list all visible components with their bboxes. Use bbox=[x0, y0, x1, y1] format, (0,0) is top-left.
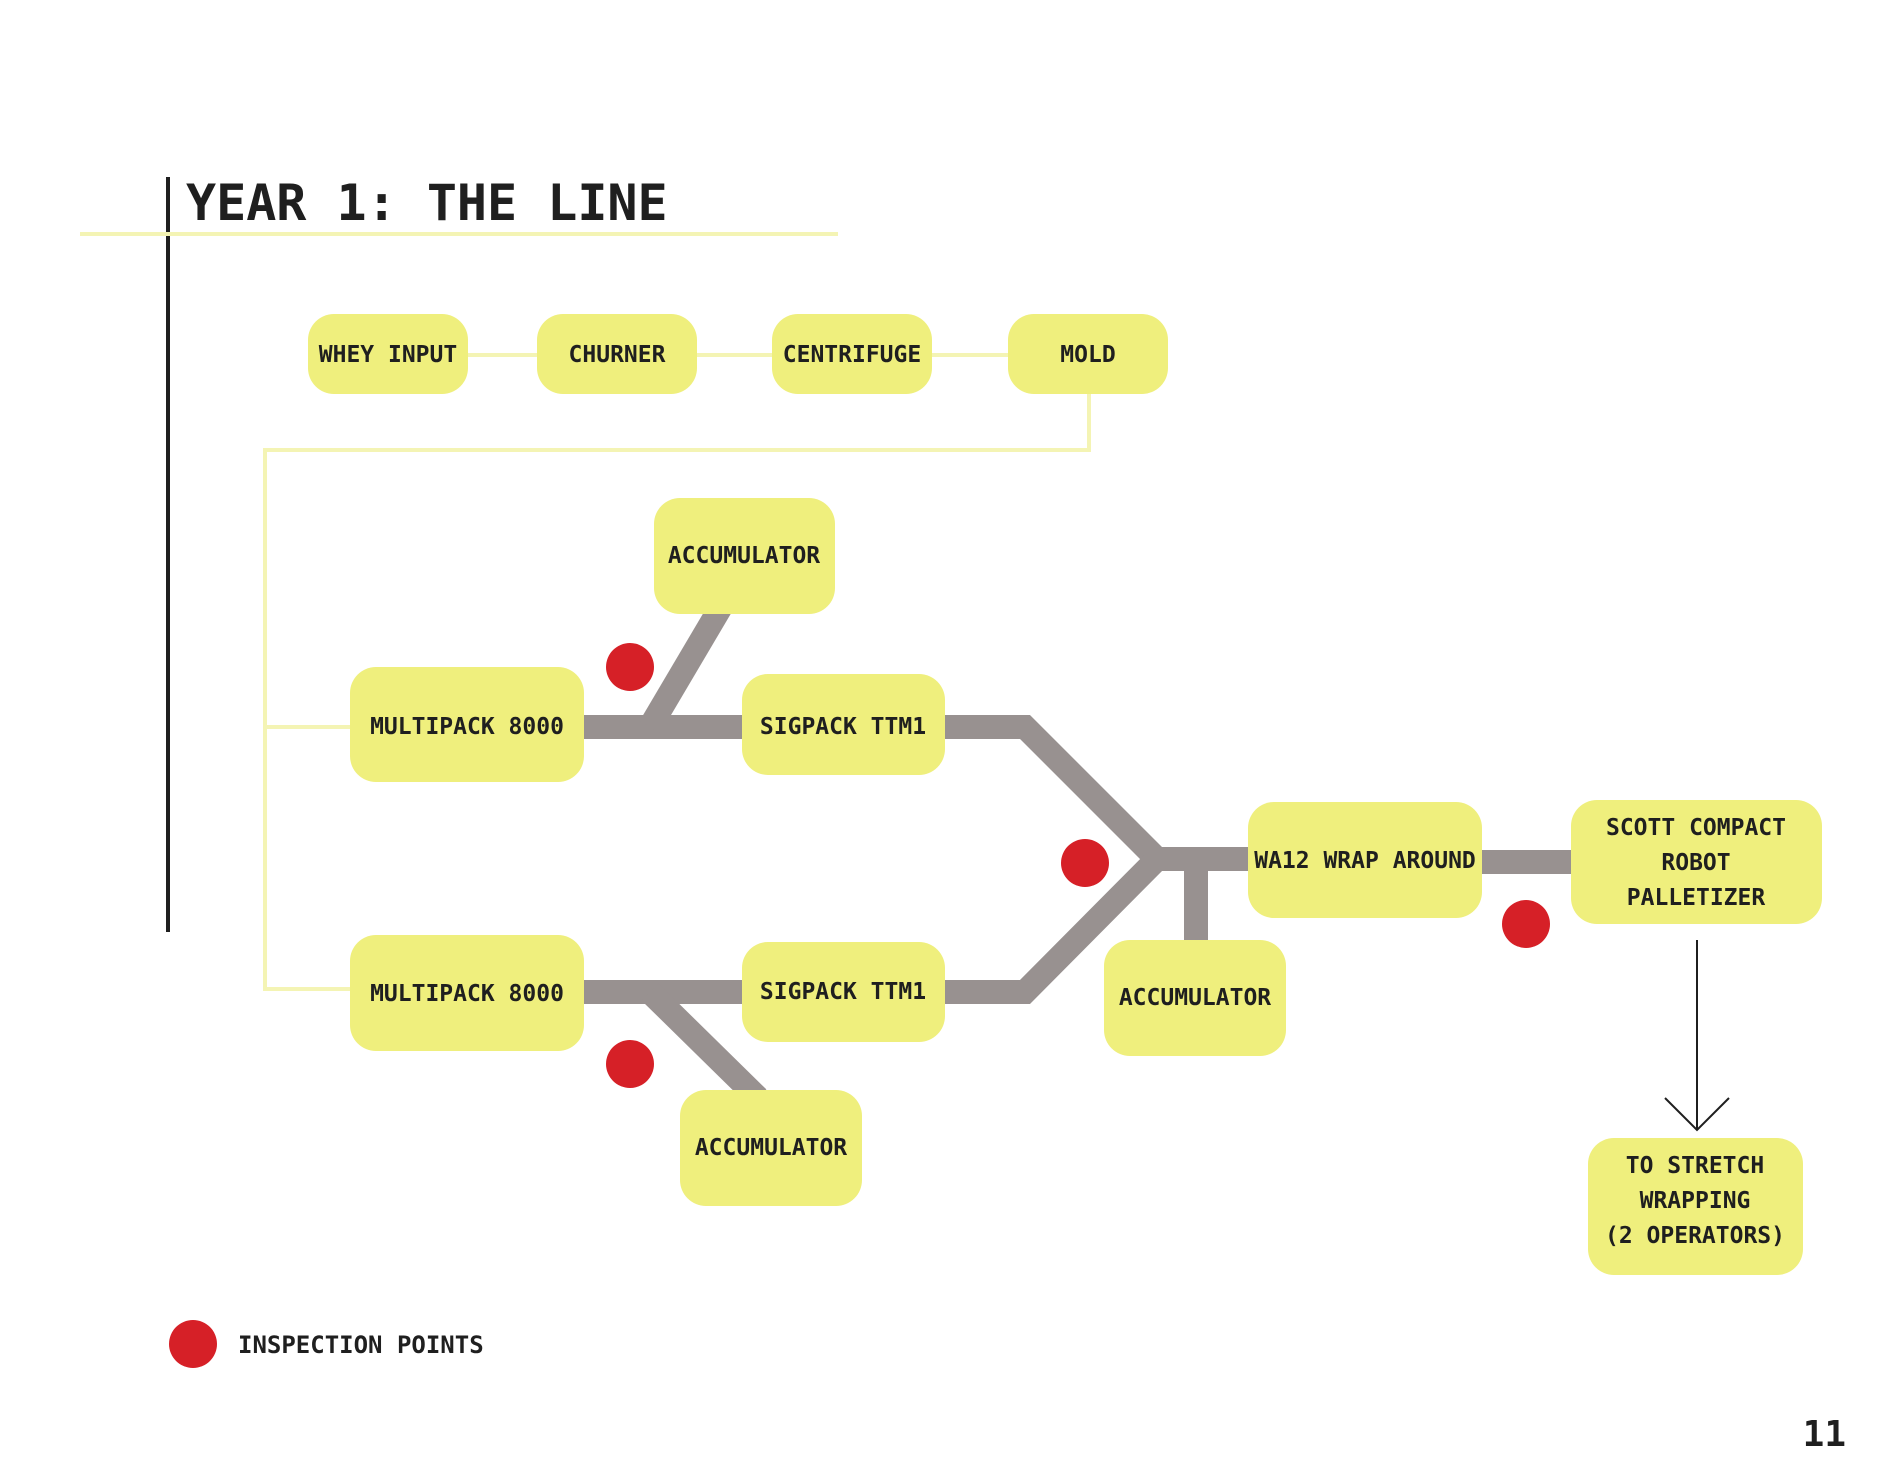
node-label: MULTIPACK 8000 bbox=[370, 714, 564, 740]
node-label: CENTRIFUGE bbox=[783, 342, 921, 368]
arrow-head bbox=[1664, 1097, 1730, 1132]
page-number: 11 bbox=[1803, 1414, 1846, 1455]
node-label-line-3: PALLETIZER bbox=[1627, 885, 1766, 911]
node-label: ACCUMULATOR bbox=[695, 1135, 847, 1161]
node-whey-input: WHEY INPUT bbox=[308, 314, 468, 394]
node-mold: MOLD bbox=[1008, 314, 1168, 394]
inspection-point bbox=[1061, 839, 1109, 887]
node-sigpack-bottom: SIGPACK TTM1 bbox=[742, 942, 945, 1042]
node-centrifuge: CENTRIFUGE bbox=[772, 314, 932, 394]
arrow-down bbox=[1664, 940, 1730, 1132]
conveyor-sigpack-top-merge bbox=[944, 715, 1166, 868]
conveyor-to-accumulator-top bbox=[639, 593, 736, 734]
conveyor-to-accumulator-bottom bbox=[641, 983, 767, 1107]
node-label: WHEY INPUT bbox=[319, 342, 457, 368]
node-palletizer: SCOTT COMPACT ROBOT PALLETIZER bbox=[1571, 800, 1822, 924]
node-label: MULTIPACK 8000 bbox=[370, 981, 564, 1007]
inspection-points bbox=[606, 643, 1550, 1088]
node-label: CHURNER bbox=[569, 342, 666, 368]
node-label: MOLD bbox=[1060, 342, 1115, 368]
node-stretch-wrapping: TO STRETCH WRAPPING (2 OPERATORS) bbox=[1588, 1138, 1803, 1275]
legend: INSPECTION POINTS bbox=[169, 1320, 484, 1368]
connector-mold-split bbox=[263, 394, 1091, 991]
node-label-line-3: (2 OPERATORS) bbox=[1605, 1223, 1785, 1249]
node-multipack-bottom: MULTIPACK 8000 bbox=[350, 935, 584, 1051]
conveyor-sigpack-bottom-merge bbox=[944, 850, 1166, 1004]
node-label: ACCUMULATOR bbox=[1119, 985, 1271, 1011]
node-label-line-1: SCOTT COMPACT bbox=[1606, 815, 1786, 841]
node-label: ACCUMULATOR bbox=[668, 543, 820, 569]
inspection-point bbox=[606, 643, 654, 691]
node-label-line-1: TO STRETCH bbox=[1626, 1153, 1764, 1179]
node-multipack-top: MULTIPACK 8000 bbox=[350, 667, 584, 782]
node-accumulator-middle: ACCUMULATOR bbox=[1104, 940, 1286, 1056]
node-wa12-wrap-around: WA12 WRAP AROUND bbox=[1248, 802, 1482, 918]
node-accumulator-bottom: ACCUMULATOR bbox=[680, 1090, 862, 1206]
page-title: YEAR 1: THE LINE bbox=[186, 174, 668, 232]
legend-label: INSPECTION POINTS bbox=[238, 1331, 484, 1359]
inspection-point bbox=[1502, 900, 1550, 948]
node-accumulator-top: ACCUMULATOR bbox=[654, 498, 835, 614]
inspection-point bbox=[606, 1040, 654, 1088]
conveyors bbox=[583, 593, 1573, 1107]
node-sigpack-top: SIGPACK TTM1 bbox=[742, 674, 945, 775]
node-label: WA12 WRAP AROUND bbox=[1254, 848, 1476, 874]
node-label-line-2: ROBOT bbox=[1661, 850, 1730, 876]
node-label: SIGPACK TTM1 bbox=[760, 979, 926, 1005]
node-label: SIGPACK TTM1 bbox=[760, 714, 926, 740]
thin-connectors bbox=[263, 353, 1091, 991]
node-label-line-2: WRAPPING bbox=[1640, 1188, 1751, 1214]
legend-inspection-dot bbox=[169, 1320, 217, 1368]
node-churner: CHURNER bbox=[537, 314, 697, 394]
